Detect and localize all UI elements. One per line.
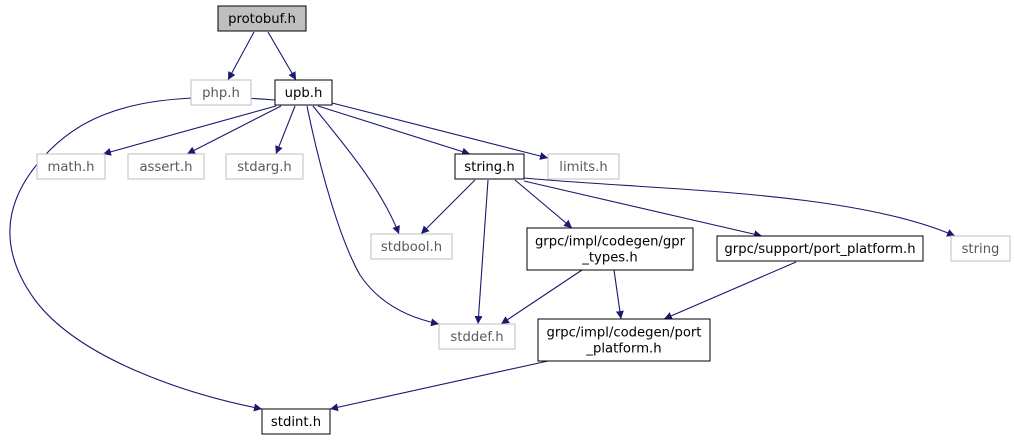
node-label: stddef.h [450, 330, 503, 345]
edge-string-h-to-string [523, 177, 956, 237]
edge-string-h-to-gpr-types-h [514, 179, 573, 229]
node-box [950, 235, 1011, 262]
edge-codegen-port-platform-h-to-stdint-h [329, 360, 549, 412]
node-box [225, 153, 304, 180]
edge-gpr-types-h-to-stddef-h [500, 269, 583, 325]
edge-upb-h-to-stdbool-h [312, 105, 400, 235]
edge-gpr-types-h-to-codegen-port-platform-h [613, 269, 624, 320]
node-php-h: php.h [190, 79, 252, 106]
edge-string-h-to-support-port-platform-h [523, 180, 763, 239]
node-box [36, 153, 106, 180]
node-label: math.h [47, 160, 94, 175]
edge-upb-h-to-stdint-h [9, 96, 276, 412]
node-label: stdarg.h [237, 160, 292, 175]
node-box [716, 235, 924, 262]
node-label: limits.h [559, 160, 607, 175]
node-string-h[interactable]: string.h [454, 153, 525, 180]
node-stddef-h: stddef.h [438, 323, 516, 350]
node-label: string [962, 242, 1000, 257]
edge-upb-h-to-math-h [102, 105, 277, 156]
node-box [547, 153, 620, 180]
edge-protobuf-h-to-php-h [227, 31, 255, 81]
node-label: upb.h [285, 86, 323, 101]
edge-support-port-platform-h-to-codegen-port-platform-h [663, 261, 797, 320]
node-box [454, 153, 525, 180]
edge-string-h-to-stddef-h [474, 179, 489, 325]
node-box [190, 79, 252, 106]
edge-protobuf-h-to-upb-h [267, 31, 297, 81]
node-label: assert.h [139, 160, 192, 175]
node-box [370, 233, 453, 260]
node-box [274, 79, 333, 106]
node-box [261, 408, 331, 435]
node-box [127, 153, 205, 180]
node-label: protobuf.h [228, 12, 296, 27]
edge-upb-h-to-stdarg-h [275, 105, 296, 155]
node-box [438, 323, 516, 350]
node-label: grpc/impl/codegen/gpr [535, 235, 686, 250]
edge-layer [9, 31, 956, 412]
node-box [526, 227, 694, 271]
node-label: stdbool.h [381, 240, 442, 255]
node-label: _types.h [581, 251, 637, 266]
node-label: stdint.h [271, 415, 321, 430]
node-codegen-port-platform-h[interactable]: grpc/impl/codegen/port_platform.h [537, 318, 711, 362]
edge-string-h-to-stdbool-h [420, 179, 476, 235]
node-label: grpc/support/port_platform.h [724, 242, 915, 257]
node-stdint-h[interactable]: stdint.h [261, 408, 331, 435]
node-gpr-types-h[interactable]: grpc/impl/codegen/gpr_types.h [526, 227, 694, 271]
node-support-port-platform-h[interactable]: grpc/support/port_platform.h [716, 235, 924, 262]
node-box [537, 318, 711, 362]
edge-upb-h-to-limits-h [331, 102, 549, 160]
node-string: string [950, 235, 1011, 262]
node-stdbool-h: stdbool.h [370, 233, 453, 260]
node-label: string.h [464, 160, 514, 175]
node-label: php.h [202, 86, 240, 101]
node-label: _platform.h [585, 342, 661, 357]
node-box [217, 5, 307, 32]
node-layer: protobuf.h php.h upb.h math.h assert.h stdarg… [36, 5, 1011, 435]
node-upb-h[interactable]: upb.h [274, 79, 333, 106]
node-math-h: math.h [36, 153, 106, 180]
edge-upb-h-to-stddef-h [306, 105, 440, 327]
node-protobuf-h[interactable]: protobuf.h [217, 5, 307, 32]
node-assert-h: assert.h [127, 153, 205, 180]
edge-upb-h-to-assert-h [186, 105, 282, 155]
node-label: grpc/impl/codegen/port [547, 326, 702, 341]
node-stdarg-h: stdarg.h [225, 153, 304, 180]
node-limits-h: limits.h [547, 153, 620, 180]
edge-upb-h-to-string-h [317, 105, 471, 156]
